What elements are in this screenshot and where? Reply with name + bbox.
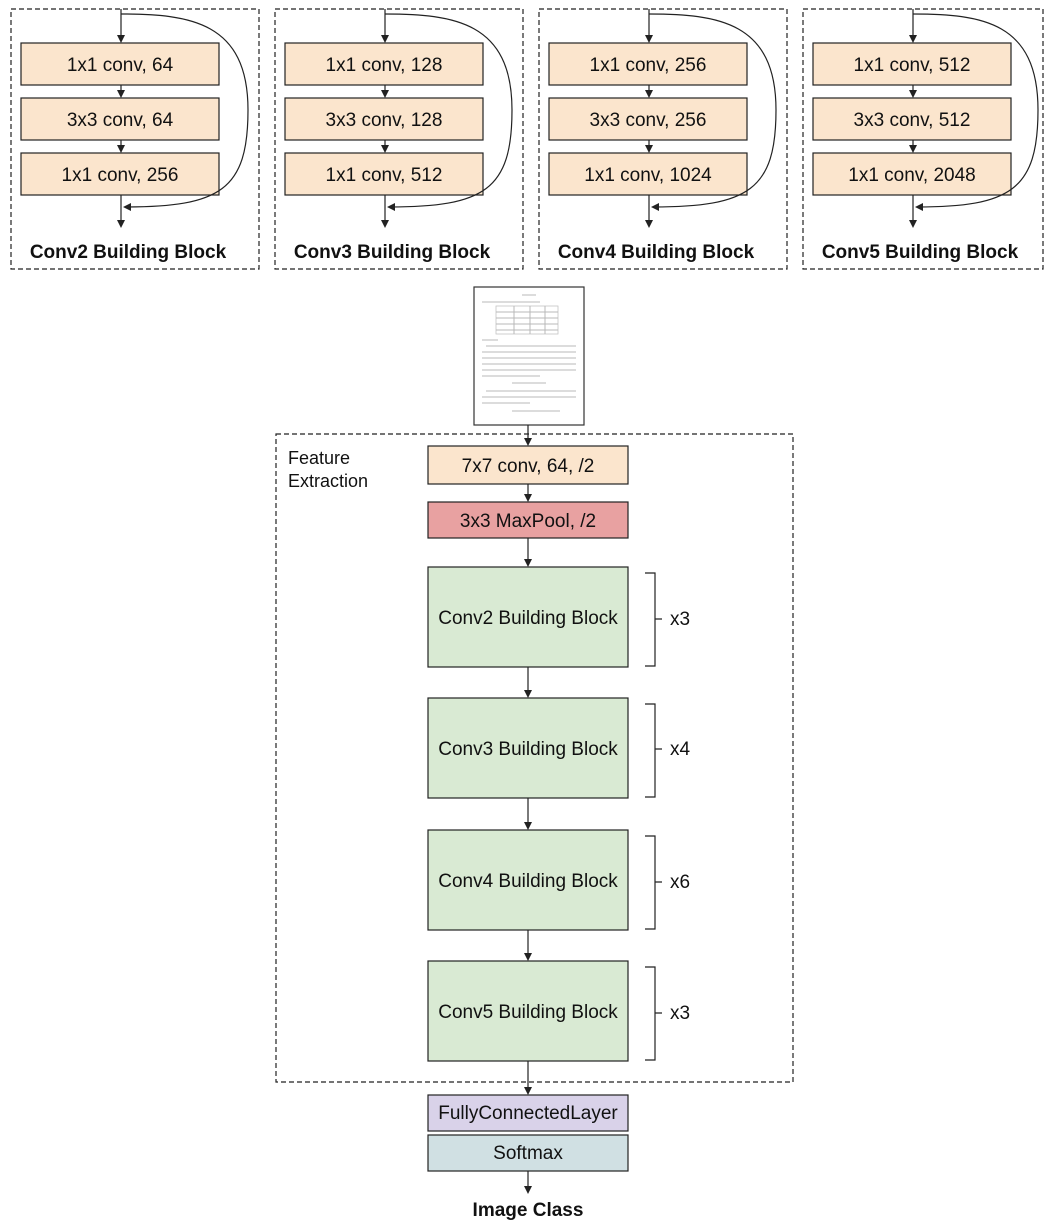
repeat-bracket bbox=[645, 967, 662, 1060]
repeat-bracket bbox=[645, 573, 662, 666]
softmax-label: Softmax bbox=[493, 1143, 563, 1164]
building-block-detail-conv4: 1x1 conv, 256 3x3 conv, 256 1x1 conv, 10… bbox=[539, 9, 787, 269]
building-block-detail-conv2: 1x1 conv, 64 3x3 conv, 64 1x1 conv, 256 … bbox=[11, 9, 259, 269]
repeat-count: x4 bbox=[670, 739, 691, 760]
layer-label: 1x1 conv, 128 bbox=[326, 55, 443, 76]
layer-label: 1x1 conv, 256 bbox=[62, 165, 179, 186]
layer-label: 1x1 conv, 512 bbox=[854, 55, 971, 76]
layer-label: 1x1 conv, 512 bbox=[326, 165, 443, 186]
layer-label: 1x1 conv, 1024 bbox=[584, 165, 712, 186]
output-label: Image Class bbox=[473, 1200, 584, 1221]
layer-label: 3x3 conv, 128 bbox=[326, 110, 443, 131]
layer-label: 1x1 conv, 64 bbox=[67, 55, 174, 76]
layer-label: 1x1 conv, 256 bbox=[590, 55, 707, 76]
stage-label: Conv5 Building Block bbox=[438, 1002, 618, 1023]
stage-label: Conv2 Building Block bbox=[438, 608, 618, 629]
feature-extraction-label-line2: Extraction bbox=[288, 471, 368, 491]
layer-label: 1x1 conv, 2048 bbox=[848, 165, 975, 186]
building-block-caption: Conv5 Building Block bbox=[822, 242, 1019, 263]
repeat-bracket bbox=[645, 836, 662, 929]
repeat-bracket bbox=[645, 704, 662, 797]
building-block-caption: Conv2 Building Block bbox=[30, 242, 227, 263]
fully-connected-label: FullyConnectedLayer bbox=[438, 1103, 618, 1124]
building-block-detail-conv5: 1x1 conv, 512 3x3 conv, 512 1x1 conv, 20… bbox=[803, 9, 1043, 269]
building-block-detail-conv3: 1x1 conv, 128 3x3 conv, 128 1x1 conv, 51… bbox=[275, 9, 523, 269]
repeat-count: x3 bbox=[670, 1003, 690, 1024]
feature-extraction-label-line1: Feature bbox=[288, 448, 350, 468]
building-block-caption: Conv3 Building Block bbox=[294, 242, 491, 263]
repeat-count: x6 bbox=[670, 872, 690, 893]
layer-label: 3x3 conv, 512 bbox=[854, 110, 971, 131]
stem-conv-label: 7x7 conv, 64, /2 bbox=[462, 456, 595, 477]
layer-label: 3x3 conv, 64 bbox=[67, 110, 174, 131]
maxpool-label: 3x3 MaxPool, /2 bbox=[460, 511, 596, 532]
document-page bbox=[474, 287, 584, 425]
layer-label: 3x3 conv, 256 bbox=[590, 110, 707, 131]
stage-label: Conv3 Building Block bbox=[438, 739, 618, 760]
document-page-icon bbox=[474, 287, 584, 425]
building-block-caption: Conv4 Building Block bbox=[558, 242, 755, 263]
stage-label: Conv4 Building Block bbox=[438, 871, 618, 892]
repeat-count: x3 bbox=[670, 609, 690, 630]
